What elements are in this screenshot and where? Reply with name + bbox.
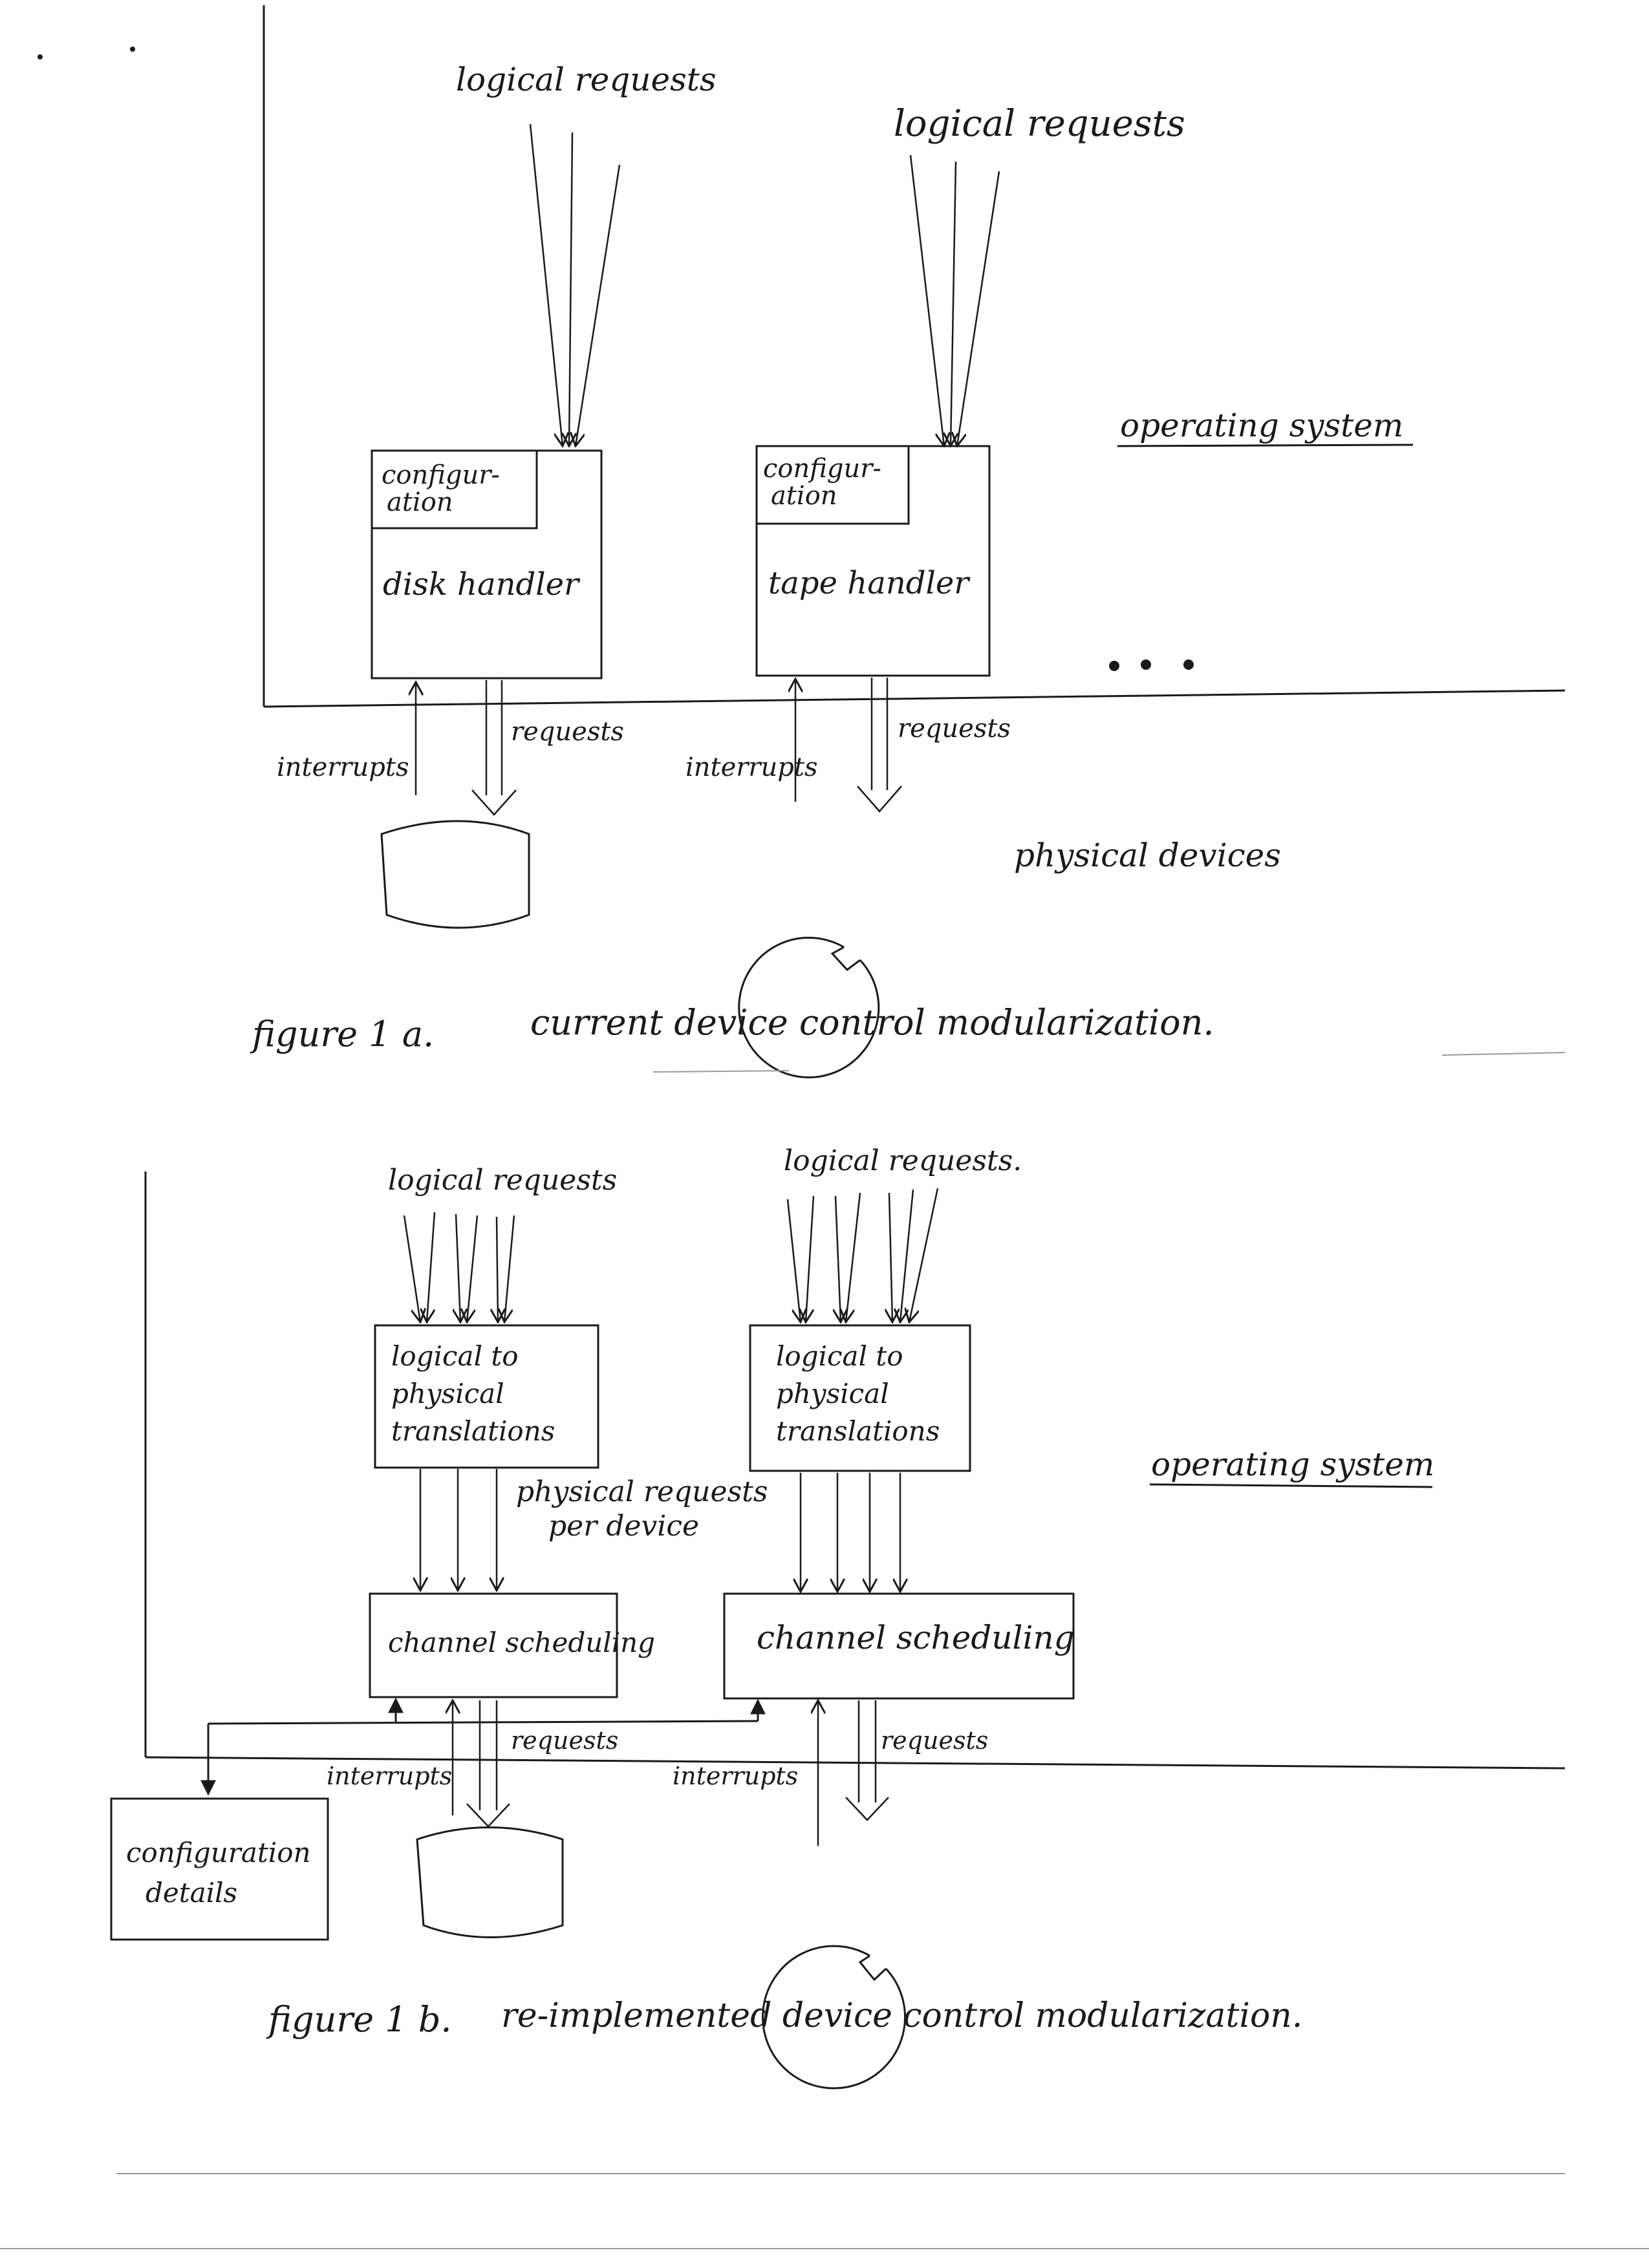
configuration-label-line1: configur- (382, 460, 500, 490)
configuration-details-box (110, 1797, 329, 1941)
channel-scheduling-box-right (723, 1592, 1075, 1700)
caption-text: current device control modularization. (530, 1002, 1214, 1043)
configuration-details-line2: details (146, 1877, 237, 1909)
requests-arrowhead (466, 1803, 510, 1828)
continuation-dot (1183, 659, 1194, 670)
logical-requests-label-right: logical requests (894, 103, 1185, 145)
os-label-underline (1117, 444, 1414, 447)
caption-text: re-implemented device control modulariza… (501, 1996, 1302, 2035)
caption-rule (652, 1070, 790, 1073)
logical-request-arrow (456, 1214, 460, 1322)
translation-right-line1: logical to (776, 1340, 903, 1372)
logical-request-arrow (576, 164, 621, 446)
logical-request-arrow (806, 1195, 815, 1322)
caption-rule (1441, 1052, 1566, 1056)
configuration-label-line2: ation (387, 487, 453, 517)
continuation-dot (1109, 661, 1119, 671)
interrupt-bus (208, 1720, 759, 1725)
translation-right-line2: physical (776, 1378, 889, 1409)
figure-1b-labels: logical requests logical requests. opera… (126, 1144, 1434, 2040)
configuration-label-line1: configur- (763, 454, 881, 484)
figure-1b (110, 1171, 1566, 2174)
logical-request-arrow (835, 1195, 841, 1322)
channel-scheduling-box-left (369, 1592, 618, 1698)
logical-request-arrow (909, 155, 944, 446)
logical-request-arrow (889, 1192, 892, 1322)
os-boundary-horizontal (263, 689, 1566, 708)
interrupts-label: interrupts (685, 753, 818, 782)
logical-requests-label-left: logical requests (388, 1164, 617, 1197)
logical-request-arrow (957, 171, 1000, 446)
translation-box-left (374, 1324, 599, 1469)
logical-request-arrow (786, 1199, 801, 1322)
configuration-subbox-left (371, 449, 538, 530)
logical-request-arrow (569, 132, 572, 446)
requests-label: requests (511, 1726, 618, 1755)
disk-handler-label: disk handler (383, 566, 581, 603)
configuration-details-line1: configuration (126, 1837, 311, 1868)
requests-label: requests (881, 1726, 988, 1755)
translation-left-line3: translations (391, 1415, 555, 1447)
translation-right-line3: translations (776, 1415, 940, 1447)
interrupts-label: interrupts (327, 1762, 452, 1790)
configuration-subbox-right (755, 445, 910, 525)
tape-handler-label: tape handler (768, 565, 971, 601)
requests-arrowhead (471, 789, 517, 816)
operating-system-label: operating system (1151, 1446, 1434, 1483)
logical-request-arrow (529, 123, 563, 446)
disk-device (416, 1826, 564, 1938)
interrupts-label: interrupts (277, 753, 409, 782)
channel-scheduling-label-right: channel scheduling (757, 1619, 1075, 1656)
disk-device (380, 820, 530, 929)
logical-requests-label-left: logical requests (456, 61, 717, 98)
figure-1a (263, 5, 1566, 1078)
logical-request-arrow (909, 1188, 939, 1322)
page-speck (38, 54, 43, 59)
physical-requests-line1: physical requests (516, 1475, 768, 1508)
physical-devices-label: physical devices (1014, 837, 1281, 874)
logical-request-arrow (427, 1212, 436, 1322)
os-label-underline (1149, 1483, 1433, 1488)
requests-label: requests (898, 714, 1011, 744)
caption-number: figure 1 a. (250, 1014, 434, 1054)
figure-1a-labels: logical requests logical requests operat… (250, 61, 1403, 1054)
logical-request-arrow (951, 161, 956, 446)
tape-device (762, 1945, 906, 2090)
translation-box-right (749, 1324, 971, 1472)
logical-request-arrow (467, 1215, 479, 1322)
tape-device (738, 936, 880, 1078)
continuation-dot (1141, 659, 1151, 670)
logical-request-arrow (504, 1215, 515, 1322)
physical-requests-line2: per device (548, 1510, 699, 1543)
translation-left-line2: physical (391, 1378, 504, 1409)
requests-arrowhead (857, 786, 902, 813)
page-speck (130, 47, 135, 52)
requests-label: requests (511, 717, 624, 747)
interrupts-label: interrupts (673, 1762, 798, 1790)
operating-system-label: operating system (1120, 407, 1403, 444)
configuration-label-line2: ation (771, 481, 837, 511)
logical-request-arrow (846, 1192, 861, 1322)
os-boundary-horizontal (145, 1756, 1566, 1770)
logical-requests-label-right: logical requests. (784, 1144, 1022, 1177)
requests-arrowhead (845, 1797, 889, 1821)
logical-request-arrow (403, 1215, 420, 1322)
translation-left-line1: logical to (391, 1340, 519, 1372)
caption-number: figure 1 b. (266, 1999, 452, 2040)
logical-request-arrow (497, 1216, 498, 1322)
logical-request-arrow (900, 1189, 914, 1322)
channel-scheduling-label-left: channel scheduling (388, 1627, 655, 1658)
